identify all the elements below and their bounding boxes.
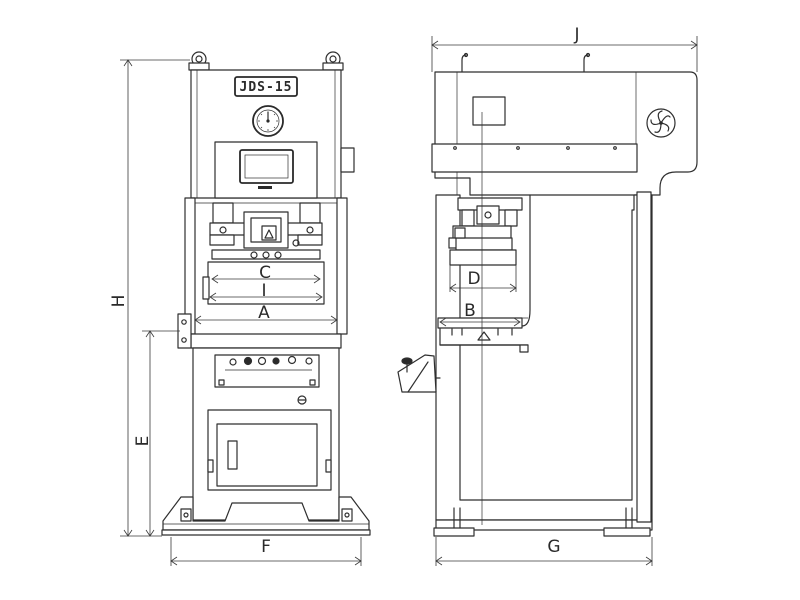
side-bolster [437,317,523,329]
label-F: F [261,537,271,557]
label-E: E [133,436,153,447]
label-G: G [547,537,560,557]
front-view: JDS-15 [161,51,371,536]
front-side-cylinder [340,147,355,173]
label-B: B [464,301,476,321]
dial-gauge-icon [252,105,284,137]
front-lifting-eyes [188,51,344,71]
front-floor-plate [161,529,371,536]
front-operator-panel [214,354,320,388]
front-slide-assembly [209,202,323,260]
model-plate-text: JDS-15 [240,80,293,95]
front-base-feet [162,496,370,531]
side-base-feet [433,191,653,537]
side-foot-pedal [397,354,441,393]
front-bed [190,333,342,349]
front-cabinet [207,409,332,491]
dimension-labels: H E F A I C J D B G [109,25,580,557]
front-small-knob [297,395,307,405]
side-lift-hook-right [583,54,589,73]
side-lift-hook-left [461,54,467,73]
side-band [431,143,638,173]
front-right-column [336,197,348,335]
model-plate: JDS-15 [234,76,298,97]
label-A: A [258,303,270,323]
side-slide-assembly [448,197,523,266]
side-window [472,96,506,126]
label-D: D [467,269,480,289]
label-I: I [261,281,266,301]
dimension-lines [120,36,698,566]
label-H: H [109,295,129,308]
side-view [397,52,698,537]
label-J: J [573,25,579,45]
label-C: C [259,263,271,283]
warning-triangle-icon [264,229,274,239]
cooling-fan-icon [646,108,676,138]
front-control-screen [214,141,318,199]
